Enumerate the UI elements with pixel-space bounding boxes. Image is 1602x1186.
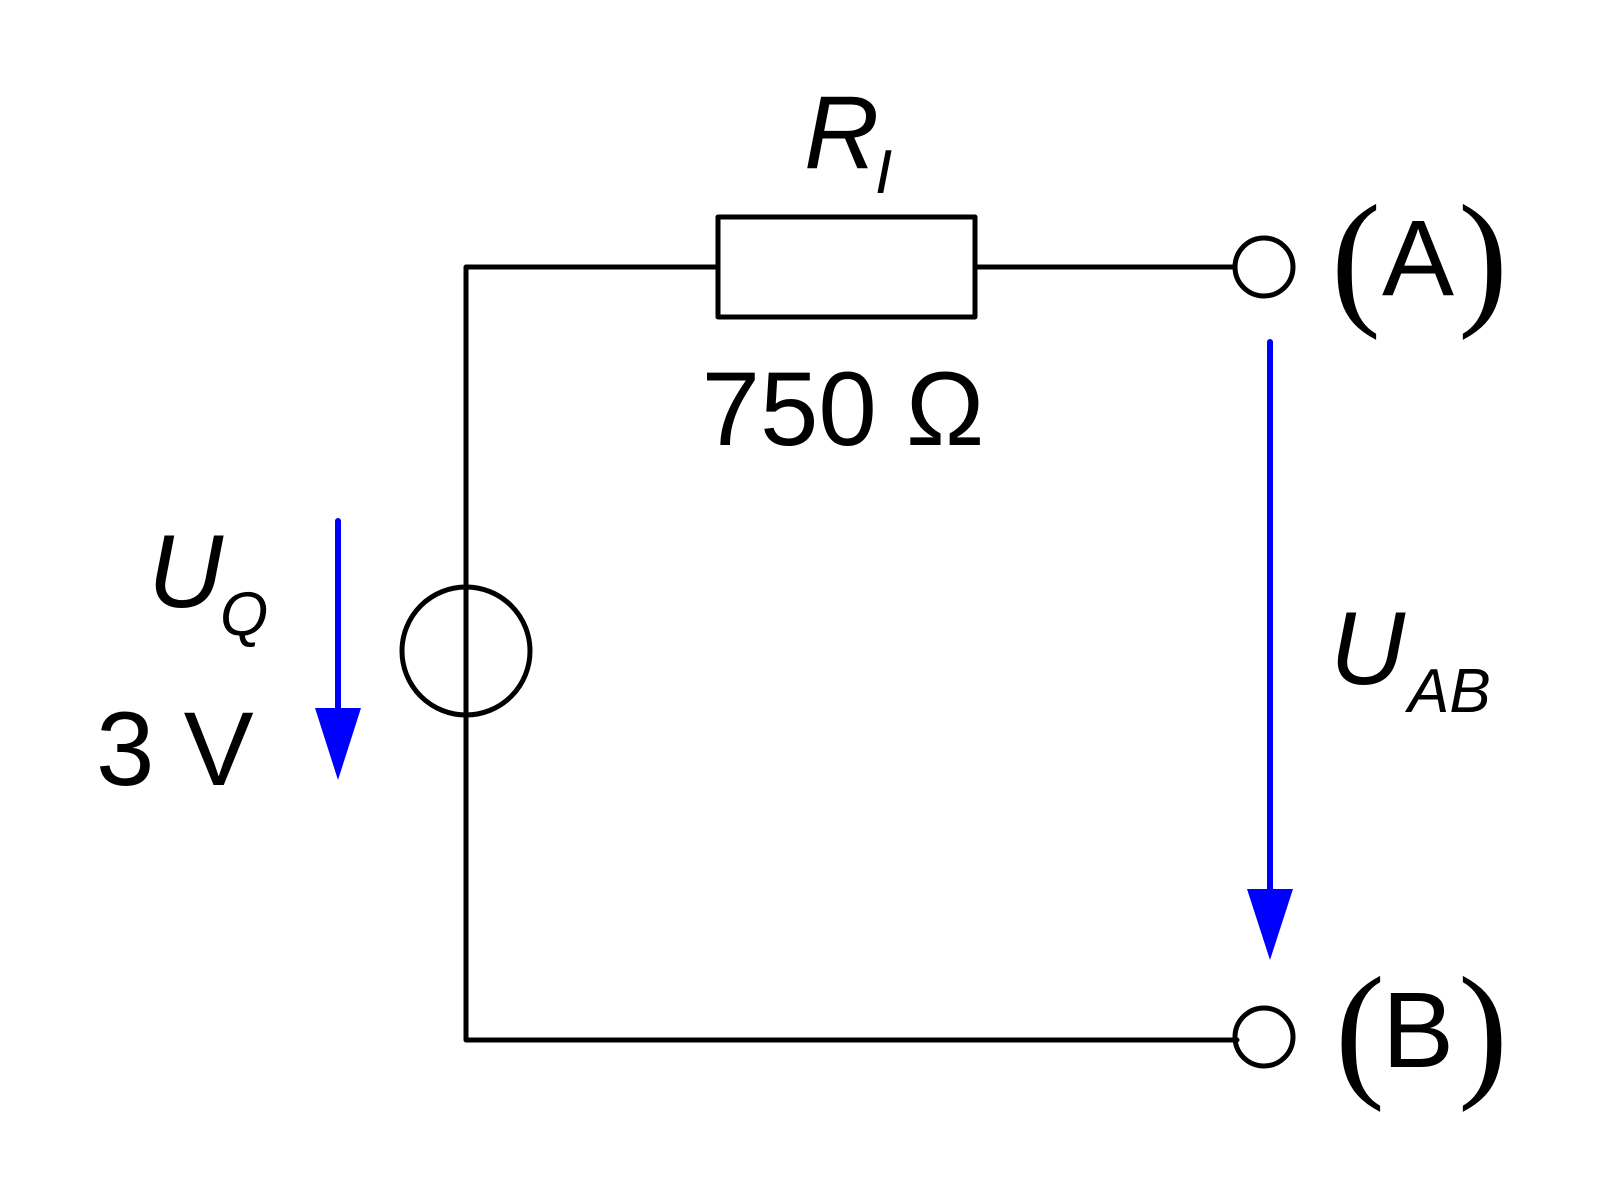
source-symbol-sub: Q bbox=[220, 580, 268, 649]
terminal-b-letter: B bbox=[1382, 969, 1454, 1090]
output-voltage-symbol-sub: AB bbox=[1404, 657, 1491, 726]
output-voltage-symbol: UAB bbox=[1330, 591, 1491, 726]
output-voltage-arrow bbox=[1247, 339, 1293, 960]
resistor-body bbox=[715, 214, 978, 320]
top-left-wire bbox=[463, 264, 1240, 1043]
source-value: 3 V bbox=[96, 691, 254, 808]
resistor-symbol-main: R bbox=[804, 75, 879, 191]
resistor-symbol: RI bbox=[804, 75, 892, 207]
source-symbol-main: U bbox=[148, 514, 224, 630]
terminal-b-close-paren: ) bbox=[1458, 947, 1508, 1113]
terminal-b-open-paren: ( bbox=[1335, 947, 1385, 1113]
output-voltage-arrowhead bbox=[1247, 889, 1293, 960]
voltage-source bbox=[399, 584, 533, 718]
source-symbol: UQ bbox=[148, 514, 268, 649]
voltage-source-circle bbox=[399, 584, 533, 718]
terminal-a-label: ( A ) bbox=[1331, 175, 1508, 341]
resistor-symbol-sub: I bbox=[875, 138, 892, 207]
terminal-a-circle bbox=[1232, 235, 1296, 299]
terminal-a-open-paren: ( bbox=[1331, 175, 1381, 341]
terminal-a-letter: A bbox=[1382, 197, 1454, 318]
source-voltage-arrowhead bbox=[315, 708, 361, 780]
terminal-b-circle bbox=[1232, 1005, 1296, 1069]
resistor-value: 750 Ω bbox=[702, 351, 985, 468]
output-voltage-symbol-main: U bbox=[1330, 591, 1406, 707]
wires bbox=[463, 264, 1240, 1043]
terminal-a-close-paren: ) bbox=[1458, 175, 1508, 341]
source-voltage-arrow bbox=[315, 518, 361, 780]
terminal-b-label: ( B ) bbox=[1335, 947, 1508, 1113]
